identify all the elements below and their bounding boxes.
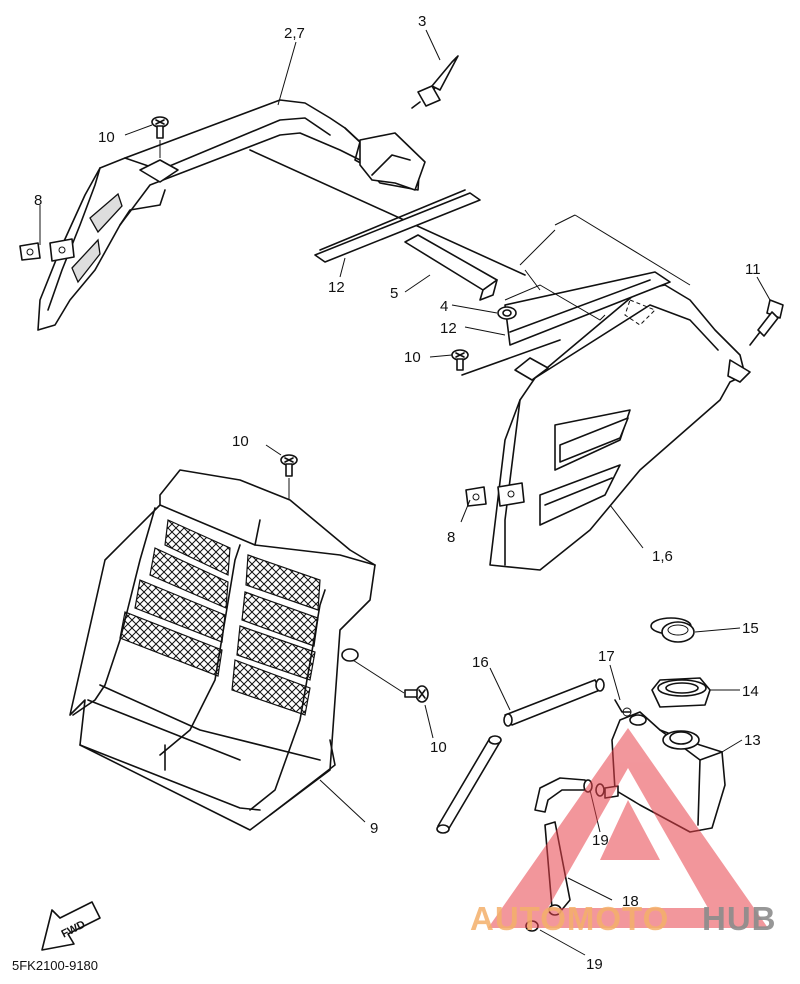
label-11: 11: [745, 261, 761, 278]
screw-part-a: [151, 116, 169, 158]
label-12-a: 12: [328, 279, 345, 296]
leader-lines: [39, 29, 771, 956]
clip-part-a: [19, 238, 75, 262]
label-19-a: 19: [592, 832, 609, 849]
label-4: 4: [440, 298, 448, 315]
label-2-7: 2,7: [284, 25, 305, 42]
label-1-6: 1,6: [652, 548, 673, 565]
watermark-triangle-icon: [488, 728, 768, 928]
label-10-b: 10: [404, 349, 421, 366]
nut-part: [497, 306, 517, 320]
clip-part-b: [465, 482, 525, 507]
label-13: 13: [744, 732, 761, 749]
screw-part-c: [280, 454, 298, 505]
label-19-b: 19: [586, 956, 603, 973]
watermark-text-a: AUTOMOTO: [470, 900, 669, 937]
callout-labels: 2,7 3 10 8 12 5 4 12 10 11 10 8 1,6 15 1…: [34, 13, 761, 973]
fwd-arrow-icon: FWD: [41, 901, 101, 951]
watermark: [488, 728, 768, 928]
label-18: 18: [622, 893, 639, 910]
reservoir-tank-part: [604, 711, 726, 833]
left-shroud-part: [37, 99, 526, 331]
right-shroud-part: [461, 214, 751, 571]
label-5: 5: [390, 285, 398, 302]
label-12-b: 12: [440, 320, 457, 337]
label-16: 16: [472, 654, 489, 671]
screw-part-d: [344, 654, 429, 703]
gasket-part: [650, 617, 695, 643]
label-10-a: 10: [98, 129, 115, 146]
watermark-text-b: HUB: [702, 900, 777, 937]
screw-part-b: [451, 349, 469, 371]
clamp-part: [614, 699, 632, 717]
label-14: 14: [742, 683, 759, 700]
label-8-a: 8: [34, 192, 42, 209]
rivet-part: [411, 55, 459, 109]
label-9: 9: [370, 820, 378, 837]
label-10-d: 10: [430, 739, 447, 756]
hose-part: [436, 678, 605, 834]
label-10-c: 10: [232, 433, 249, 450]
bolt-part: [749, 299, 784, 346]
label-8-b: 8: [447, 529, 455, 546]
label-17: 17: [598, 648, 615, 665]
strip-upper-part: [314, 189, 481, 263]
foam-block-part: [404, 234, 498, 301]
label-3: 3: [418, 13, 426, 30]
cap-part: [651, 677, 711, 708]
label-15: 15: [742, 620, 759, 637]
radiator-grille-part: [69, 469, 376, 831]
diagram-code: 5FK2100-9180: [12, 958, 98, 973]
